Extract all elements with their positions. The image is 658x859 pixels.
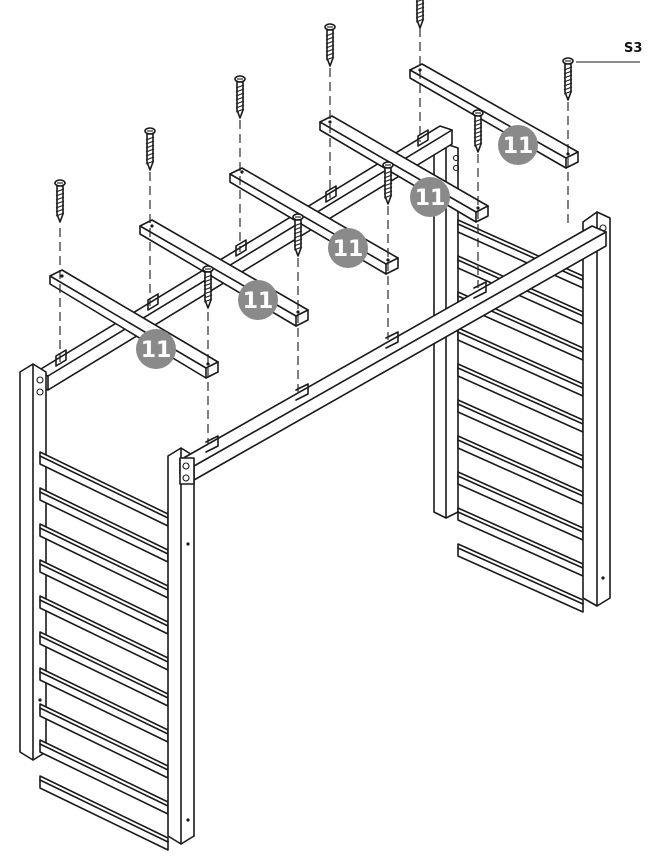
callout-label: 11 xyxy=(415,186,446,211)
callout-circle xyxy=(410,177,450,217)
ladder-rung xyxy=(39,775,169,851)
ladder-rung xyxy=(39,703,169,779)
ladder-rung xyxy=(457,543,584,613)
screw xyxy=(415,0,425,29)
callout-circle xyxy=(136,329,176,369)
screw xyxy=(562,57,574,101)
ladder-rung xyxy=(39,559,169,635)
screw xyxy=(324,23,336,67)
screw xyxy=(292,213,304,257)
callout-label: 11 xyxy=(333,237,364,262)
callout-circle xyxy=(328,228,368,268)
alignment-guides xyxy=(59,14,569,444)
ladder-rung xyxy=(457,435,584,505)
ladder-rung xyxy=(457,363,584,433)
part-callout: 11 xyxy=(238,280,278,320)
screw xyxy=(144,127,156,171)
callout-label: 11 xyxy=(243,289,274,314)
part-callout: 11 xyxy=(328,228,368,268)
part-callout: 11 xyxy=(498,125,538,165)
screw xyxy=(202,265,214,309)
ladder-rung xyxy=(457,507,584,577)
screw xyxy=(234,75,246,119)
ladder-rung xyxy=(457,327,584,397)
back-right-panel xyxy=(433,143,611,613)
screws xyxy=(54,0,574,309)
ladder-rung xyxy=(39,523,169,599)
ladder-rung xyxy=(39,739,169,815)
screw xyxy=(54,179,66,223)
part-callout: 11 xyxy=(410,177,450,217)
ladder-rung xyxy=(39,595,169,671)
ladder-rung xyxy=(39,631,169,707)
screw xyxy=(382,161,394,205)
screw-reference: S3 xyxy=(576,41,642,63)
screw-reference-label: S3 xyxy=(624,41,642,56)
callout-label: 11 xyxy=(141,338,172,363)
part-callout: 11 xyxy=(136,329,176,369)
ladder-rung xyxy=(457,399,584,469)
cross-slats xyxy=(49,63,579,379)
ladder-rung xyxy=(39,451,169,527)
callout-circle xyxy=(238,280,278,320)
ladder-rung xyxy=(39,667,169,743)
ladder-rung xyxy=(457,471,584,541)
callout-label: 11 xyxy=(503,134,534,159)
left-front-panel xyxy=(19,363,195,851)
cross-slat xyxy=(49,269,219,379)
screw xyxy=(472,109,484,153)
front-long-rail xyxy=(179,225,607,485)
ladder-rung xyxy=(39,487,169,563)
callout-circle xyxy=(498,125,538,165)
